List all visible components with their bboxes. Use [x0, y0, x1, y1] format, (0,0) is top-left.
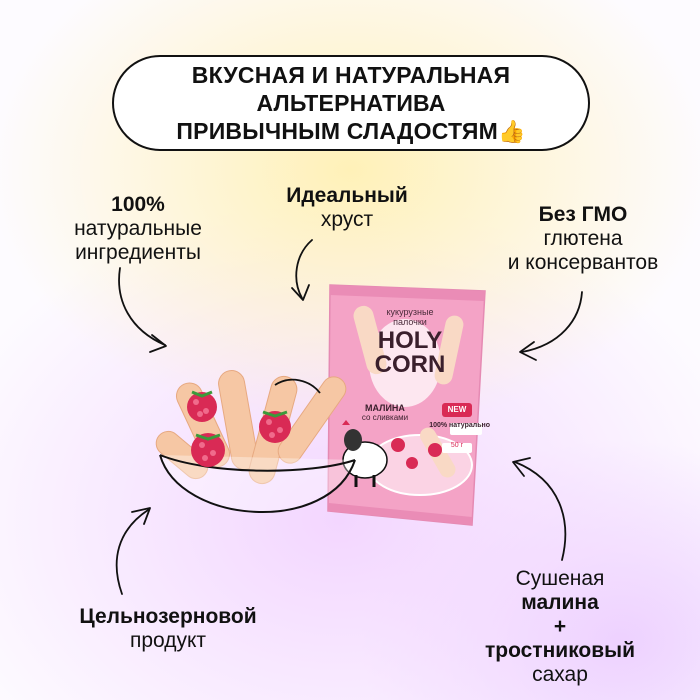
- feature-ingredients-pre: Сушеная: [515, 567, 605, 590]
- feature-whole-grain-line1: продукт: [129, 629, 207, 652]
- feature-no-gmo-line2: и консервантов: [507, 251, 659, 274]
- feature-natural: 100% натуральные ингредиенты: [38, 193, 238, 265]
- package-label: кукурузные палочки HOLY CORN: [345, 307, 475, 377]
- headline-pill: ВКУСНАЯ И НАТУРАЛЬНАЯ АЛЬТЕРНАТИВА ПРИВЫ…: [112, 55, 590, 151]
- feature-ingredients-line3: сахар: [532, 663, 588, 686]
- arrow-whole-grain: [115, 507, 151, 595]
- package-weight: 50 г: [450, 442, 464, 449]
- package-brand-line1: HOLY: [377, 327, 443, 354]
- arrow-no-gmo: [519, 291, 583, 361]
- headline-line-3-text: ПРИВЫЧНЫМ СЛАДОСТЯМ: [176, 117, 498, 144]
- feature-ingredients-bold2: тростниковый: [484, 639, 636, 662]
- package-flavor-line1: МАЛИНА: [365, 403, 405, 413]
- feature-no-gmo-line1: глютена: [543, 227, 623, 250]
- package: [327, 284, 486, 526]
- raspberry-icons: [187, 390, 291, 467]
- feature-natural-bold: 100%: [111, 193, 165, 216]
- feature-crunch: Идеальный хруст: [262, 184, 432, 232]
- headline-line-3: ПРИВЫЧНЫМ СЛАДОСТЯМ👍: [176, 117, 525, 146]
- package-badge-new: NEW: [447, 405, 467, 414]
- raspberry-icon: [259, 410, 291, 443]
- product-illustration: кукурузные палочки HOLY CORN МАЛИНА со с…: [150, 275, 490, 540]
- raspberry-icon: [187, 390, 217, 422]
- feature-crunch-line1: хруст: [320, 208, 374, 231]
- feature-whole-grain: Цельнозерновой продукт: [48, 605, 288, 653]
- headline-line-2: АЛЬТЕРНАТИВА: [256, 89, 446, 116]
- feature-whole-grain-bold: Цельнозерновой: [79, 605, 257, 628]
- feature-no-gmo: Без ГМО глютена и консервантов: [478, 203, 688, 275]
- raspberry-icon: [191, 433, 225, 467]
- feature-natural-line1: натуральные: [74, 217, 202, 240]
- package-brand-line2: CORN: [374, 351, 446, 378]
- bowl: [155, 370, 356, 513]
- package-subtitle-line2: палочки: [393, 317, 427, 327]
- product-illustration-svg: [155, 284, 486, 526]
- feature-ingredients: Сушеная малина + тростниковый сахар: [430, 567, 690, 687]
- package-subtitle-line1: кукурузные: [386, 307, 434, 317]
- feature-ingredients-line1: Сушеная малина: [430, 567, 690, 615]
- thumbs-up-icon: 👍: [497, 118, 526, 144]
- package-flavor-line2: со сливками: [361, 413, 409, 422]
- feature-ingredients-plus: +: [553, 615, 567, 638]
- feature-crunch-bold: Идеальный: [286, 184, 408, 207]
- headline-line-1: ВКУСНАЯ И НАТУРАЛЬНАЯ: [191, 61, 511, 88]
- arrow-ingredients: [512, 457, 567, 561]
- feature-no-gmo-bold: Без ГМО: [538, 203, 628, 226]
- package-badge-natural: 100% натурально: [429, 422, 490, 429]
- package-flavor: МАЛИНА со сливками: [350, 403, 420, 422]
- feature-ingredients-bold1: малина: [521, 591, 599, 614]
- feature-natural-line2: ингредиенты: [75, 241, 201, 264]
